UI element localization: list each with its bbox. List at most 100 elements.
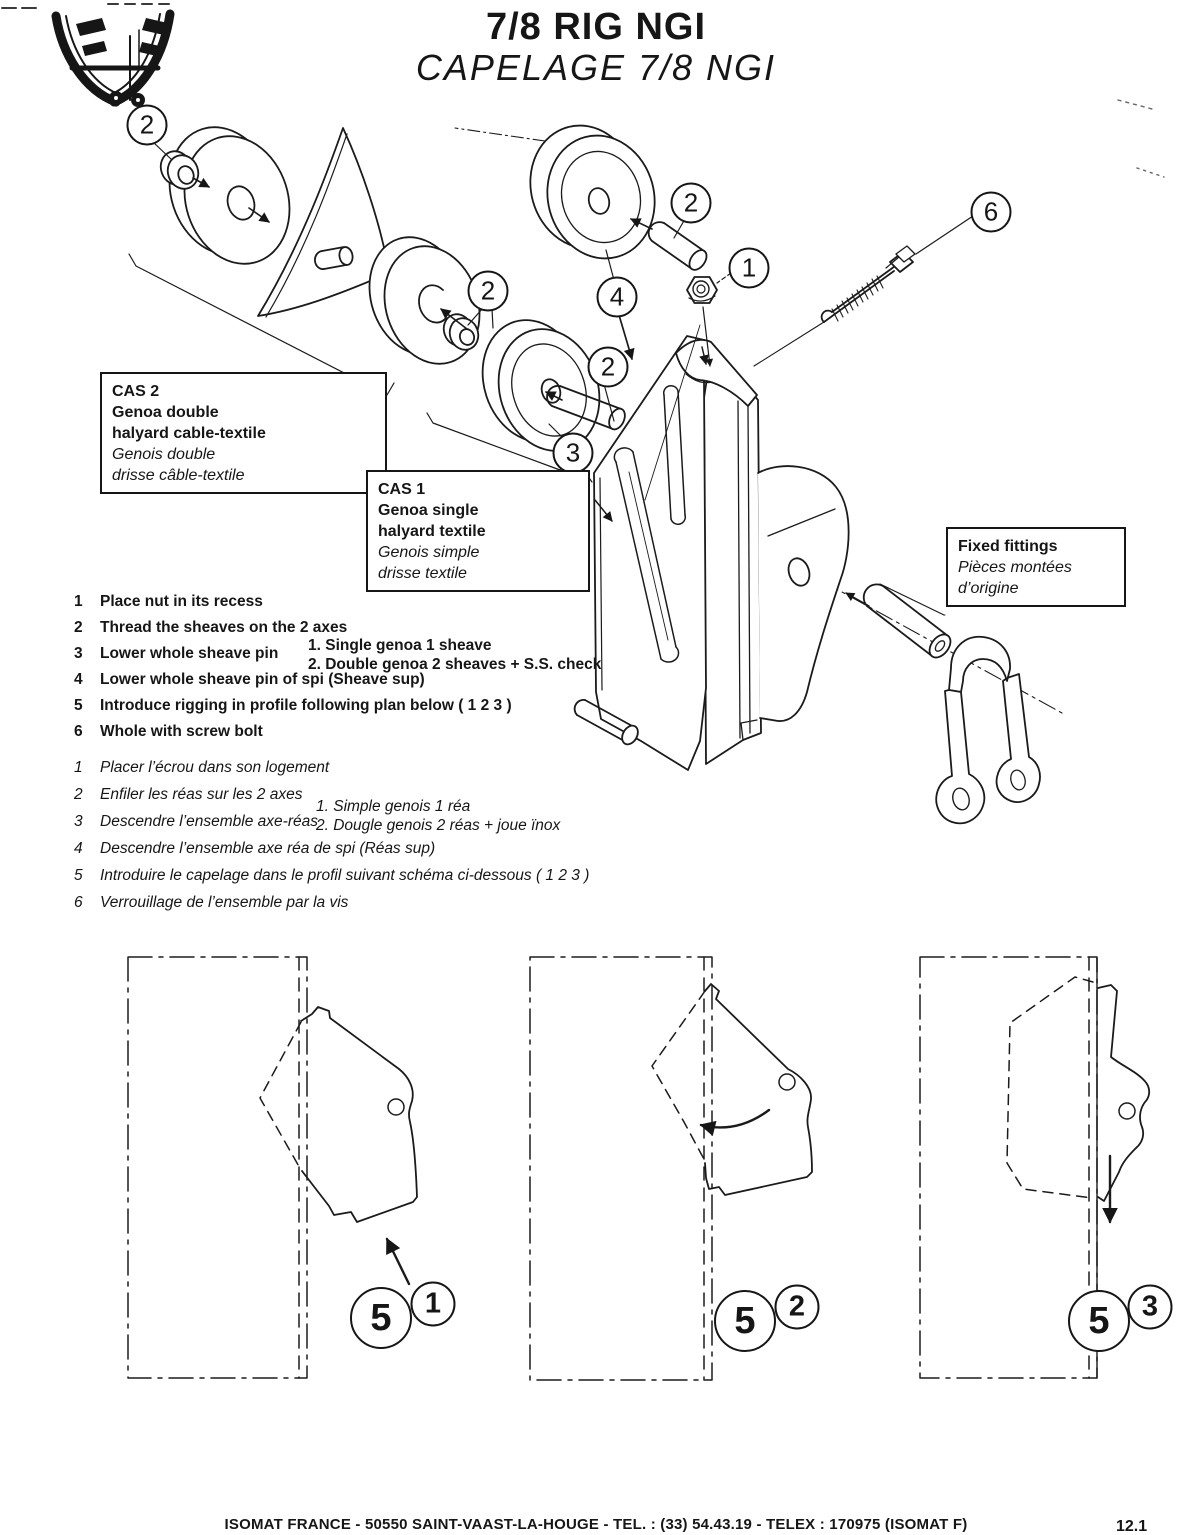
step-5-bubble-1: 5 [350, 1287, 412, 1349]
instruction-en-1: 1 Place nut in its recess [74, 593, 694, 611]
instruction-number: 5 [74, 867, 83, 884]
sheave-single-genoa [481, 319, 626, 452]
instruction-number: 1 [74, 759, 83, 776]
instructions-en-note: 1. Single genoa 1 sheave 2. Double genoa… [308, 636, 601, 674]
instructions-fr-note: 1. Simple genois 1 réa 2. Dougle genois … [316, 797, 560, 835]
instruction-number: 3 [74, 813, 83, 830]
install-step-2 [529, 956, 813, 1381]
instruction-fr-1: 1 Placer l’écrou dans son logement [74, 759, 694, 777]
callout-3-sheave-pin: 3 [552, 432, 594, 474]
instruction-en-2: 2 Thread the sheaves on the 2 axes [74, 619, 694, 637]
plate-hole [787, 557, 811, 587]
instruction-fr-3: 3 Descendre l’ensemble axe-réas [74, 813, 694, 831]
cas1-line: Genoa single [378, 502, 479, 519]
instruction-number: 4 [74, 840, 83, 857]
spacer-tube [845, 583, 952, 659]
cheek-plate [257, 127, 399, 318]
step-label: 2 [788, 1290, 806, 1323]
sheave-middle [368, 236, 481, 365]
callout-label: 2 [480, 275, 496, 306]
step-label: 1 [424, 1287, 442, 1320]
instruction-en-4: 4 Lower whole sheave pin of spi (Sheave … [74, 671, 694, 689]
page-number: 12.1 [1116, 1518, 1148, 1535]
instruction-text: Place nut in its recess [100, 593, 263, 610]
instructions-fr: 1 Placer l’écrou dans son logement 2 Enf… [74, 759, 694, 921]
screw-bolt [753, 245, 916, 367]
step-1-bubble: 1 [410, 1281, 456, 1327]
instruction-text: Descendre l’ensemble axe-réas [100, 813, 318, 830]
instruction-text: Lower whole sheave pin of spi (Sheave su… [100, 671, 425, 688]
instruction-text: Thread the sheaves on the 2 axes [100, 619, 348, 636]
fixed-fittings-line-fr: d’origine [958, 580, 1019, 597]
instructions-en: 1 Place nut in its recess 2 Thread the s… [74, 593, 694, 749]
step-2-bubble: 2 [774, 1284, 820, 1330]
instruction-en-3: 3 Lower whole sheave pin [74, 645, 694, 663]
step-5-bubble-2: 5 [714, 1290, 776, 1352]
page-subtitle: CAPELAGE 7/8 NGI [415, 47, 777, 88]
clevis-fork [935, 636, 1041, 825]
cas1-line-fr: drisse textile [378, 565, 467, 582]
isomat-logo [51, 9, 175, 107]
title-block: 7/8 RIG NGI CAPELAGE 7/8 NGI [0, 6, 1192, 88]
axle-pin-spi [630, 218, 708, 271]
callout-label: 2 [139, 109, 155, 140]
step-3-bubble: 3 [1127, 1284, 1173, 1330]
step-label: 3 [1141, 1290, 1159, 1323]
callout-1-nut: 1 [728, 247, 770, 289]
note-line: 1. Simple genois 1 réa [316, 798, 471, 815]
note-line: 1. Single genoa 1 sheave [308, 637, 492, 654]
instruction-fr-6: 6 Verrouillage de l’ensemble par la vis [74, 894, 694, 912]
instruction-number: 3 [74, 645, 83, 662]
callout-2-pin-genoa: 2 [587, 346, 629, 388]
callout-label: 2 [600, 351, 616, 382]
fixed-fittings-line-fr: Pièces montées [958, 559, 1072, 576]
footer-address: - 50550 SAINT-VAAST-LA-HOUGE - TEL. : (3… [351, 1516, 968, 1533]
cas2-line-fr: Genois double [112, 446, 216, 463]
instruction-number: 2 [74, 619, 83, 636]
cas1-title: CAS 1 [378, 481, 426, 498]
hex-nut [686, 276, 718, 367]
cas1-line-fr: Genois simple [378, 544, 480, 561]
instruction-number: 2 [74, 786, 83, 803]
axis-line [454, 127, 546, 142]
instruction-number: 4 [74, 671, 83, 688]
callout-label: 3 [565, 437, 581, 468]
cas2-line: Genoa double [112, 404, 219, 421]
note-line: 2. Dougle genois 2 réas + joue ïnox [316, 817, 561, 834]
cas2-title: CAS 2 [112, 383, 160, 400]
callout-4-sheave-spi: 4 [596, 276, 638, 318]
cas2-bracket [128, 253, 395, 396]
instruction-number: 6 [74, 894, 83, 911]
step-5-bubble-3: 5 [1068, 1290, 1130, 1352]
instruction-text: Introduire le capelage dans le profil su… [100, 867, 590, 884]
callout-2-bushing-mid: 2 [467, 270, 509, 312]
callout-label: 2 [683, 187, 699, 218]
instruction-text: Verrouillage de l’ensemble par la vis [100, 894, 349, 911]
footer: ISOMAT FRANCE - 50550 SAINT-VAAST-LA-HOU… [0, 1516, 1192, 1533]
instruction-text: Enfiler les réas sur les 2 axes [100, 786, 303, 803]
cas1-box: CAS 1 Genoa single halyard textile Genoi… [366, 470, 590, 592]
cas2-box: CAS 2 Genoa double halyard cable-textile… [100, 372, 387, 494]
footer-company: ISOMAT FRANCE [224, 1516, 352, 1533]
cas2-line-fr: drisse câble-textile [112, 467, 245, 484]
instruction-fr-4: 4 Descendre l’ensemble axe réa de spi (R… [74, 840, 694, 858]
step-label: 5 [370, 1296, 392, 1339]
install-step-1 [127, 956, 418, 1379]
step-label: 5 [1088, 1299, 1110, 1342]
scan-marks [1, 3, 1165, 178]
callout-6-bolt: 6 [970, 191, 1012, 233]
cas1-line: halyard textile [378, 523, 486, 540]
sheave-double-genoa [159, 126, 291, 265]
fixed-fittings-title: Fixed fittings [958, 538, 1058, 555]
instruction-text: Placer l’écrou dans son logement [100, 759, 330, 776]
sheave-spi [529, 124, 656, 260]
instruction-text: Lower whole sheave pin [100, 645, 279, 662]
callout-leaders [152, 141, 974, 616]
instruction-number: 6 [74, 723, 83, 740]
instruction-text: Whole with screw bolt [100, 723, 263, 740]
callout-label: 4 [609, 281, 625, 312]
instruction-fr-5: 5 Introduire le capelage dans le profil … [74, 867, 694, 885]
instruction-number: 5 [74, 697, 83, 714]
